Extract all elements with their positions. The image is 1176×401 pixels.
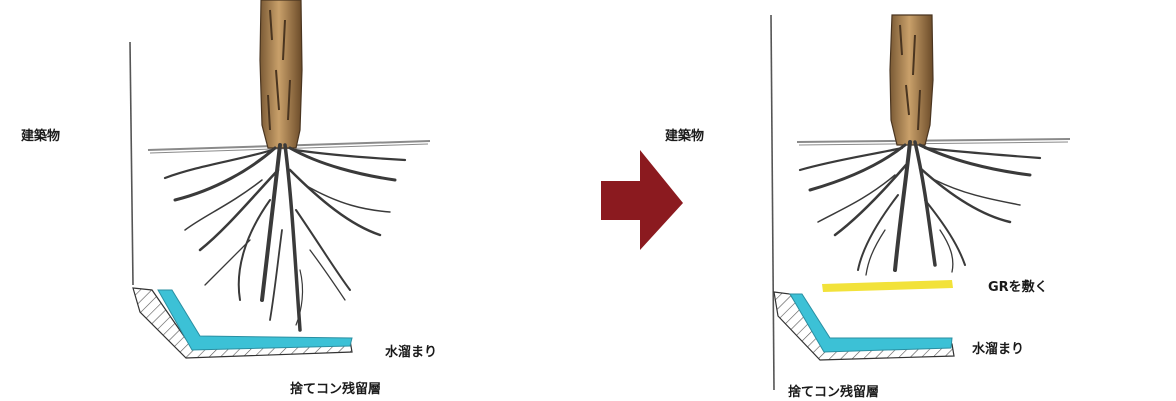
after-tree-trunk <box>889 14 934 146</box>
after-ground-line <box>796 138 1071 146</box>
after-water-puddle <box>789 293 953 353</box>
before-panel <box>129 0 431 359</box>
transition-arrow-icon <box>601 150 683 250</box>
after-building-label: 建築物 <box>665 129 705 144</box>
after-building-wall <box>770 14 775 391</box>
after-panel <box>770 14 1071 391</box>
before-water-puddle <box>157 289 353 351</box>
before-tree-roots <box>163 143 407 332</box>
after-gr-sheet <box>822 280 953 292</box>
after-tree-roots <box>798 140 1042 276</box>
before-layer-label: 捨てコン残留層 <box>290 382 382 397</box>
before-building-label: 建築物 <box>21 129 61 144</box>
before-water-label: 水溜まり <box>385 345 438 360</box>
after-water-label: 水溜まり <box>972 342 1025 357</box>
before-building-wall <box>129 41 134 286</box>
after-gr-label: GRを敷く <box>988 280 1048 295</box>
after-layer-label: 捨てコン残留層 <box>788 385 880 400</box>
before-tree-trunk <box>259 0 303 149</box>
